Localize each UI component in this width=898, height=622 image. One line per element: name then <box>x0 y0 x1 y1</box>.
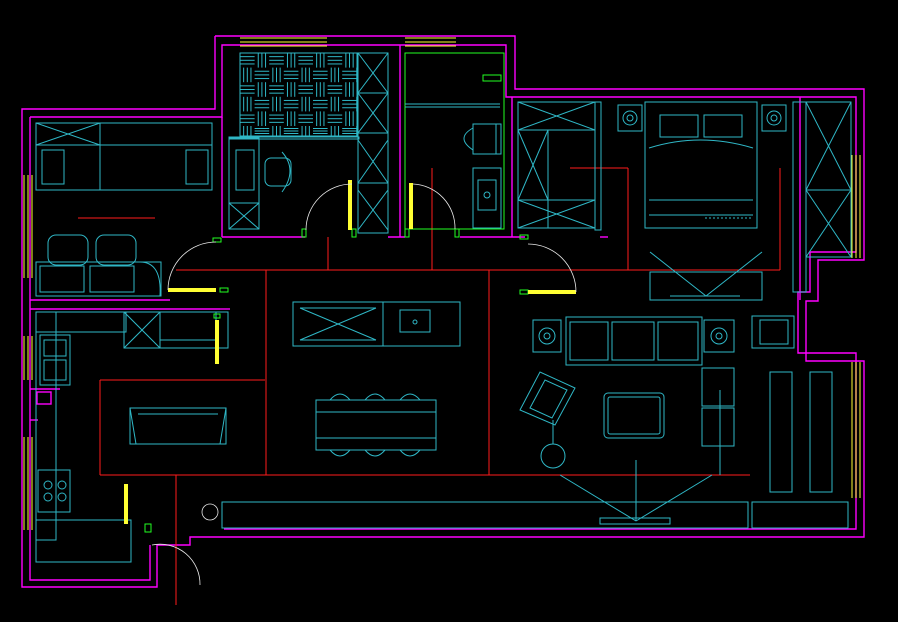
window-bathroom <box>405 37 456 47</box>
door-leaf-kitchen <box>215 320 219 364</box>
kitchen-outlet <box>36 391 52 405</box>
living-room <box>221 315 849 529</box>
door-leaf-bathroom <box>409 183 413 229</box>
side-table-right <box>703 319 735 353</box>
window-study <box>240 37 327 47</box>
cabinet-right <box>751 315 795 349</box>
door-leaf-master <box>528 290 576 294</box>
door-leaf-study <box>348 180 352 230</box>
parquet-floor-pattern <box>239 52 358 137</box>
window-kitchen-lower <box>23 437 33 530</box>
toilet <box>463 123 502 155</box>
bookshelves <box>769 371 833 493</box>
side-table-left <box>532 319 562 353</box>
round-side-table <box>540 443 566 469</box>
armchair <box>519 371 576 426</box>
study-wardrobe <box>357 52 389 234</box>
double-bed <box>644 101 758 229</box>
kitchen-counter <box>35 311 229 563</box>
secondary-bedroom <box>35 122 213 297</box>
sideboard <box>292 301 384 347</box>
island-sink <box>382 301 461 347</box>
tv-console-dining <box>129 407 227 445</box>
dining-table <box>315 393 437 457</box>
window-secondary-bedroom <box>23 175 33 278</box>
kitchen <box>35 311 229 563</box>
bedroom-tv-unit <box>649 251 763 301</box>
master-bedroom <box>517 101 852 301</box>
bedroom-sofa-unit <box>35 261 162 297</box>
ottomans <box>701 367 735 447</box>
armchairs-pair <box>47 234 137 266</box>
single-bed <box>35 122 213 191</box>
study-room <box>228 52 389 234</box>
dining-area <box>129 301 461 457</box>
study-chair <box>264 151 292 193</box>
sofa <box>565 316 703 366</box>
gas-stove <box>37 469 71 513</box>
bathroom-vanity <box>472 167 502 229</box>
shower-frame <box>404 52 505 230</box>
bedroom-wardrobe-left <box>517 101 602 231</box>
door-leaf-bedroom2 <box>168 288 216 292</box>
door-leaf-entrance <box>124 484 128 524</box>
outer-walls <box>21 35 865 588</box>
bathroom <box>404 52 505 230</box>
study-desk <box>228 137 260 230</box>
door-frame-study-left <box>301 228 307 238</box>
window-kitchen-upper <box>23 336 33 380</box>
window-master-bedroom <box>851 155 861 258</box>
nightstand-right <box>761 104 787 132</box>
wardrobe-top <box>35 122 101 146</box>
windows <box>23 37 861 530</box>
tv-sightline <box>559 390 721 525</box>
nightstand-left <box>617 104 643 132</box>
doors <box>124 180 577 586</box>
window-living-room <box>851 362 861 498</box>
coffee-table <box>603 392 665 439</box>
tv-cabinet-row <box>221 501 849 529</box>
zone-lines <box>78 167 781 605</box>
bedroom-closet-right <box>792 101 852 293</box>
kitchen-sink <box>39 334 71 386</box>
